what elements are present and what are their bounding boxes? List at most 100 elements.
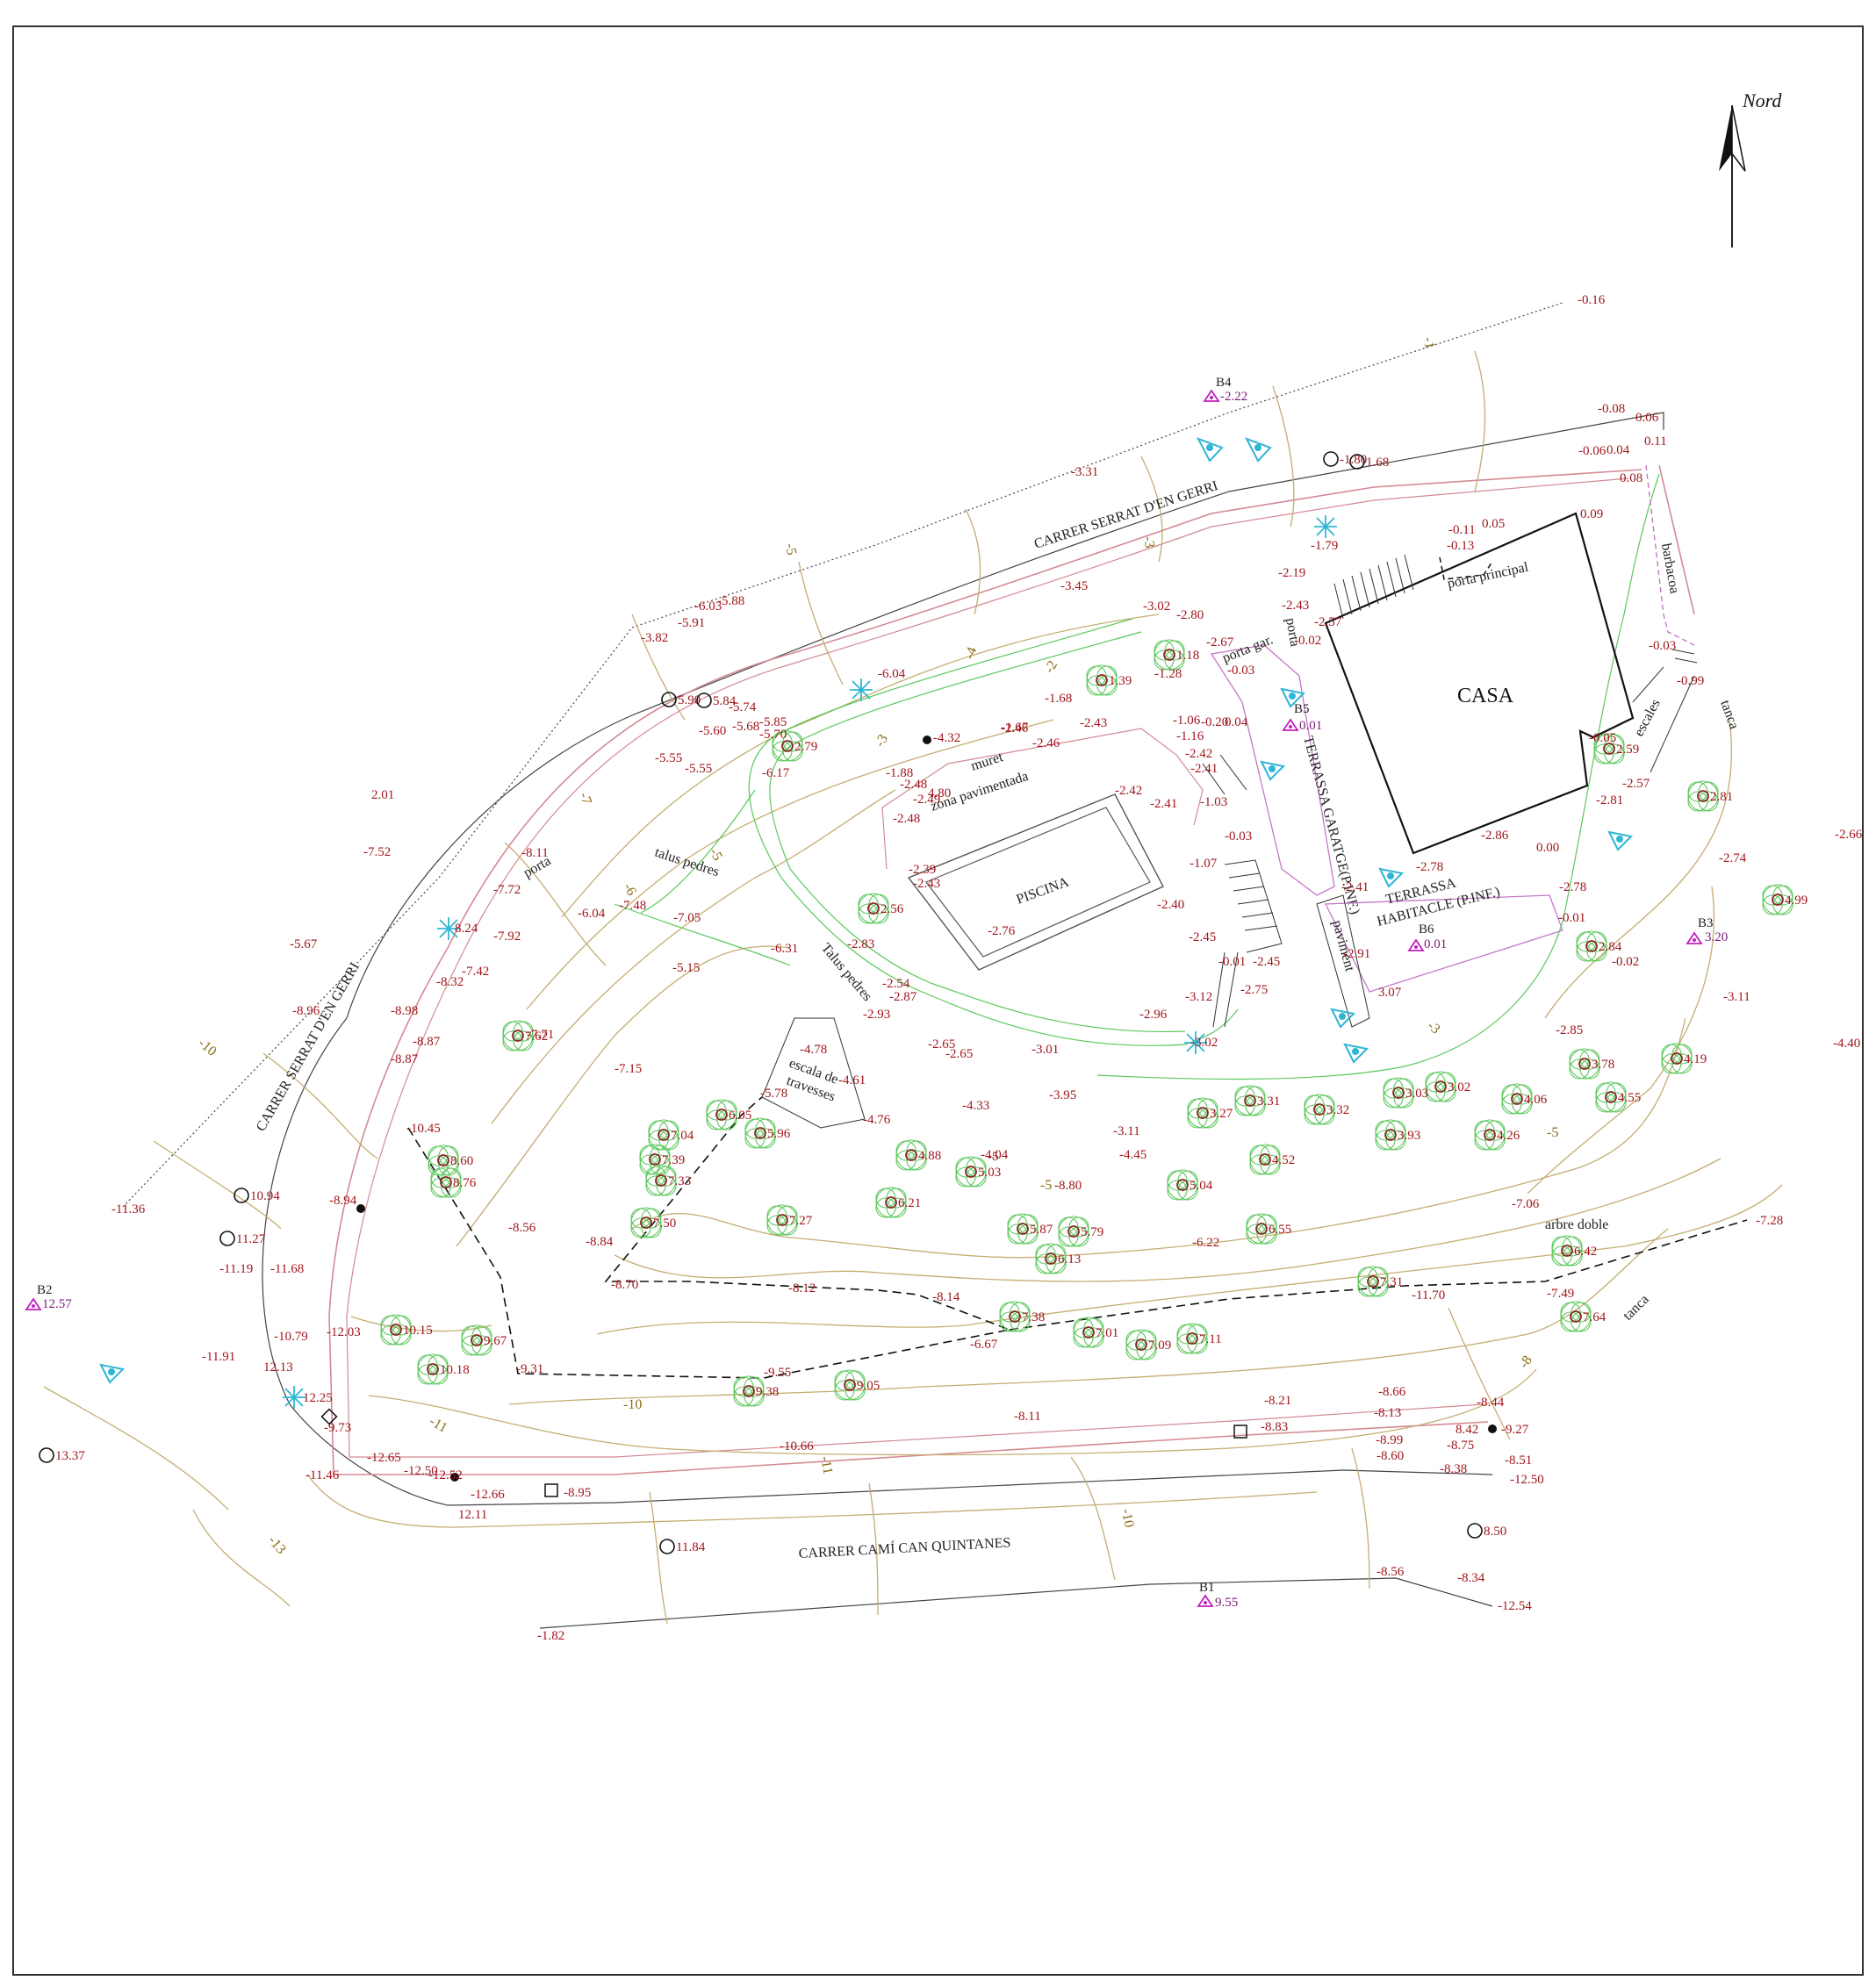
spot-elevation: 0.04 (1225, 715, 1248, 729)
tree-icon (1086, 664, 1118, 696)
spot-elevation: -3.01 (1031, 1043, 1059, 1057)
spot-elevation: 0.08 (1620, 471, 1642, 485)
tree-icon (639, 1144, 671, 1175)
spot-elevation: -2.57 (1314, 615, 1342, 629)
spot-elevation: -6.22 (1192, 1236, 1219, 1250)
contour-label: -10 (195, 1036, 219, 1059)
tree-elevation: 5.79 (1081, 1225, 1103, 1239)
contour-label: -2 (1042, 658, 1060, 676)
viewpoint-icon (1196, 437, 1224, 463)
benchmark-name: B5 (1294, 702, 1310, 716)
spot-elevation: -8.13 (1374, 1406, 1401, 1420)
tree-icon (1595, 1081, 1627, 1113)
asterisk-icon (283, 1386, 305, 1409)
spot-elevation: -6.67 (970, 1338, 998, 1352)
spot-elevation: -5.55 (685, 762, 712, 776)
spot-elevation: -0.99 (1677, 674, 1704, 688)
spot-elevation: -1.68 (1045, 692, 1072, 706)
contour-label: -7 (576, 791, 594, 807)
spot-elevation: -2.74 (1719, 851, 1747, 865)
tree-elevation: 2.79 (794, 740, 817, 754)
spot-elevation: -0.02 (1612, 955, 1639, 969)
spot-elevation: -1.67 (1001, 721, 1029, 735)
stairs-label: escales (1632, 697, 1664, 739)
spot-elevation: -7.42 (462, 965, 489, 979)
tree-elevation: 10.15 (403, 1324, 433, 1338)
spot-elevation: -3.12 (1185, 990, 1212, 1004)
spot-elevation: -2.57 (1622, 777, 1650, 791)
viewpoint-markers (99, 437, 1634, 1384)
spot-elevation: -2.81 (1596, 793, 1623, 807)
spot-elevation: -8.95 (564, 1486, 591, 1500)
tree-icon (1569, 1048, 1600, 1080)
spot-elevation: -5 (988, 1150, 999, 1164)
contour-label: -3 (873, 732, 891, 750)
circle-elevation: -1.80 (1340, 453, 1367, 467)
tree-icon (1762, 884, 1793, 915)
tree-elevation: 8.60 (450, 1154, 473, 1168)
dashed-boundary-south (1009, 1219, 1748, 1331)
spot-elevation: -4.61 (838, 1073, 866, 1087)
spot-elevation: -1.07 (1190, 857, 1218, 871)
benchmark-icon (1686, 931, 1703, 944)
spot-elevation: -9.27 (1501, 1423, 1529, 1437)
spot-elevation: -8.98 (391, 1004, 418, 1018)
tree-icon (645, 1165, 677, 1196)
tree-icon (1425, 1071, 1456, 1102)
spot-elevation: -11.70 (1412, 1288, 1445, 1303)
spot-elevation: -8.94 (329, 1194, 357, 1208)
spot-elevation: -0.01 (1558, 911, 1585, 925)
spot-elevation: -4.78 (800, 1043, 827, 1057)
contour-label: -6 (621, 881, 639, 899)
spot-elevation: -8.87 (391, 1052, 419, 1066)
tree-elevation: 3.03 (1405, 1087, 1428, 1101)
spot-elevation: 12.13 (263, 1360, 293, 1374)
tree-icon (1125, 1329, 1157, 1360)
tree-elevation: 7.11 (1199, 1332, 1222, 1346)
benchmark-icon (1203, 389, 1220, 402)
contour-label: -1 (1420, 336, 1437, 350)
spot-elevation: -4.04 (981, 1148, 1009, 1162)
spot-elevation: -2.43 (1282, 599, 1309, 613)
spot-elevation: -5.67 (290, 937, 318, 951)
spot-elevation: -7.05 (673, 911, 701, 925)
spot-elevation: -0.03 (1225, 829, 1252, 843)
spot-elevation: -11.36 (111, 1202, 146, 1216)
spot-elevation: -8.51 (1505, 1453, 1532, 1468)
spot-elevation: -2.80 (1176, 608, 1204, 622)
asterisk-icon (850, 678, 873, 701)
north-arrow-icon (1719, 104, 1746, 248)
tree-icon (733, 1375, 765, 1407)
tree-icon (1383, 1077, 1414, 1109)
fence-label-2: tanca (1621, 1292, 1652, 1324)
circle-elevation: 5.84 (713, 694, 737, 708)
street-edges (122, 302, 1664, 1629)
spot-elevation: -7.52 (363, 845, 391, 859)
viewpoint-icon (1343, 1043, 1369, 1064)
spot-elevation: 2.01 (371, 788, 394, 802)
tree-icon (1187, 1097, 1218, 1129)
tree-icon (706, 1099, 737, 1130)
benchmark-icon (25, 1297, 42, 1310)
spot-elevation: -2.86 (1481, 829, 1509, 843)
contour-label: -5 (707, 846, 725, 864)
spot-elevation: -3.11 (1723, 990, 1750, 1004)
tree-icon (744, 1117, 776, 1149)
spot-elevation: -8.32 (436, 975, 464, 989)
spot-elevation: -2.67 (1206, 635, 1234, 650)
pool-inner (925, 807, 1151, 958)
property-line (328, 464, 1695, 1475)
tree-icon (1234, 1085, 1266, 1116)
tree-elevation: 2.81 (1710, 790, 1733, 804)
point-icon (923, 736, 931, 744)
tree-elevation: 2.84 (1599, 940, 1622, 954)
spot-elevation: 0.04 (1606, 443, 1630, 457)
contour-label: -10 (623, 1397, 642, 1412)
spot-elevation: -5.88 (717, 594, 744, 608)
contour-label: -11 (427, 1414, 449, 1436)
tree-icon (895, 1139, 927, 1171)
west-stairs (1202, 754, 1283, 1028)
tree-icon (858, 893, 889, 924)
paved-zone-outline (881, 728, 1204, 870)
